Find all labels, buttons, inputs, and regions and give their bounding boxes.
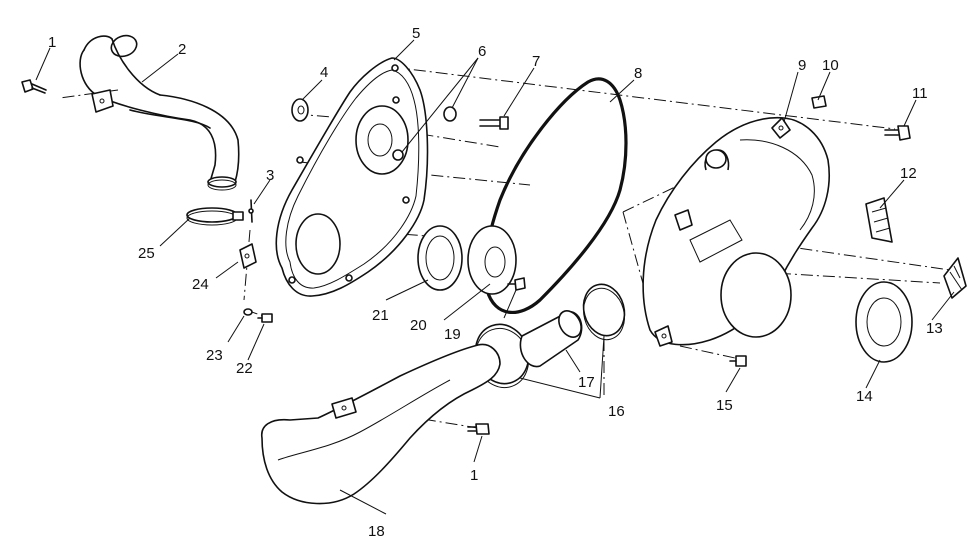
outlet-duct: [261, 343, 501, 505]
callout-7: 7: [532, 53, 540, 70]
callout-8: 8: [634, 65, 642, 82]
leader-lines: [35, 39, 955, 515]
callout-3: 3: [266, 167, 274, 184]
callout-5: 5: [412, 25, 420, 42]
decal-13: [943, 257, 967, 299]
washer-4: [291, 98, 309, 122]
bolt-upper: [21, 79, 47, 94]
callout-10: 10: [822, 57, 839, 74]
callout-11: 11: [912, 85, 928, 102]
bolt-11: [884, 125, 911, 141]
inner-cover: [275, 57, 429, 297]
callout-6: 6: [478, 43, 486, 60]
callout-14: 14: [856, 388, 873, 405]
rivet-3: [248, 199, 254, 223]
callout-12: 12: [900, 165, 917, 182]
seal-14: [855, 281, 913, 363]
washer-23: [243, 308, 253, 316]
callout-21: 21: [372, 307, 389, 324]
callout-19: 19: [444, 326, 461, 343]
intake-duct: [79, 34, 240, 191]
clamp-25: [186, 207, 244, 226]
callout-13: 13: [926, 320, 943, 337]
screw-19: [507, 277, 526, 291]
hose-17: [519, 310, 583, 368]
seal-21: [417, 225, 463, 291]
decal-12: [865, 197, 893, 243]
callout-1-lower: 1: [470, 467, 478, 484]
callout-24: 24: [192, 276, 209, 293]
callouts: 1 2 3 4 5 6 7 8 9 10 11 12 13 14 15 16 1…: [48, 25, 943, 540]
callout-22: 22: [236, 360, 253, 377]
callout-15: 15: [716, 397, 733, 414]
callout-17: 17: [578, 374, 595, 391]
clip-10: [811, 95, 827, 109]
callout-23: 23: [206, 347, 223, 364]
callout-2: 2: [178, 41, 186, 58]
seal-plate-20: [467, 225, 517, 295]
callout-1: 1: [48, 34, 56, 51]
washer-6: [443, 106, 457, 122]
bolt-lower: [467, 423, 490, 435]
screw-15: [729, 355, 747, 367]
bolt-7: [479, 116, 509, 130]
bolt-22: [257, 313, 273, 323]
callout-20: 20: [410, 317, 427, 334]
callout-25: 25: [138, 245, 155, 262]
drive-belt: [483, 77, 628, 314]
callout-9: 9: [798, 57, 806, 74]
callout-16: 16: [608, 403, 625, 420]
callout-4: 4: [320, 64, 328, 81]
outer-cover: [642, 116, 831, 347]
bracket-24: [239, 243, 257, 269]
callout-18: 18: [368, 523, 385, 540]
